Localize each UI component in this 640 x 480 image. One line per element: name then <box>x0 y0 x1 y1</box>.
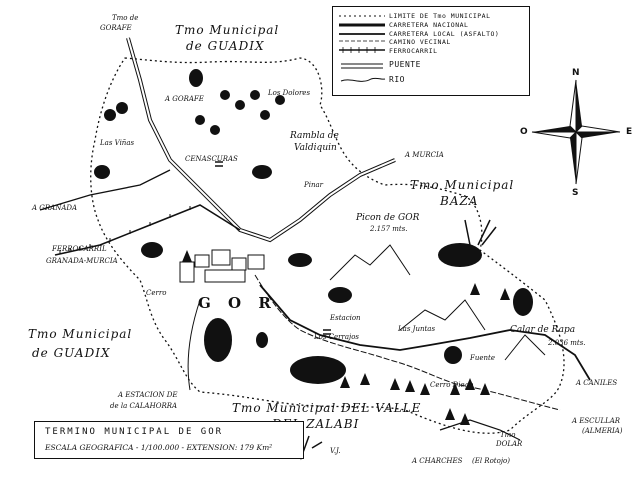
road-to-granada <box>39 169 171 211</box>
rabbit-figure <box>189 69 203 87</box>
label-to-murcia: A MURCIA <box>405 151 444 159</box>
label-baza-2: BAZA <box>440 194 479 208</box>
legend-item-bridge: PUENTE <box>389 60 421 69</box>
boar-figure <box>290 356 346 384</box>
label-cenascuras: CENASCURAS <box>185 155 238 163</box>
legend-item-local-road: CARRETERA LOCAL (ASFALTO) <box>389 30 500 38</box>
label-guadix-left-2: de GUADIX <box>32 346 111 360</box>
trees <box>104 90 525 425</box>
label-calar-alt: 2.036 mts. <box>548 339 586 347</box>
label-guadix-top-2: de GUADIX <box>186 39 265 53</box>
label-railway-2: GRANADA-MURCIA <box>46 257 118 265</box>
label-pico-gor: Picon de GOR <box>356 213 420 223</box>
label-fuente: Fuente <box>470 354 495 362</box>
legend-item-path: CAMINO VECINAL <box>389 38 451 46</box>
goat-figure <box>141 242 163 258</box>
legend-item-river: RIO <box>389 75 405 84</box>
label-gorafe-2: GORAFE <box>100 24 132 32</box>
label-gor: G O R <box>198 294 277 312</box>
label-to-charches: A CHARCHES <box>412 457 463 465</box>
map-scale: ESCALA GEOGRAFICA - 1/100.000 - EXTENSIO… <box>45 443 273 452</box>
label-valle-1: Tmo Municipal DEL VALLE <box>232 401 422 415</box>
mountains <box>329 244 546 361</box>
label-guadix-top-1: Tmo Municipal <box>175 23 280 37</box>
label-estacion-2: de la CALAHORRA <box>110 402 178 410</box>
fox-figure <box>252 165 272 179</box>
label-gorafe-1: Tmo de <box>112 14 139 22</box>
label-to-escullar-1: A ESCULLAR <box>572 417 621 425</box>
label-las-vinas: Las Viñas <box>100 139 135 147</box>
bridges <box>215 161 331 335</box>
legend-symbols <box>339 15 386 82</box>
compass-north: N <box>572 68 580 78</box>
compass-rose <box>531 79 621 185</box>
label-to-caniles: A CANILES <box>576 379 618 387</box>
eagle-figure <box>513 288 533 316</box>
compass-east: E <box>626 127 633 137</box>
deer-figure <box>438 243 482 267</box>
legend-item-railway: FERROCARRIL <box>389 47 438 55</box>
partridge-figure <box>204 318 232 362</box>
label-baza-1: Tmo Municipal <box>410 178 515 192</box>
label-los-dolores: Los Dolores <box>268 89 311 97</box>
animal-figure <box>328 287 352 303</box>
label-valdiquin: Valdiquin <box>294 143 337 153</box>
hare-figure <box>256 332 268 348</box>
river <box>254 274 561 411</box>
label-las-juntas: Las Juntas <box>398 325 436 333</box>
label-dolar-1: Tmo <box>500 431 516 439</box>
signature: V.J. <box>330 447 341 455</box>
label-los-cerrajos: Los Cerrajos <box>314 333 360 341</box>
label-estacion-local: Estacion <box>330 314 361 322</box>
label-estacion-1: A ESTACION DE <box>118 391 178 399</box>
label-railway-1: FERROCARRIL <box>52 245 107 253</box>
animal-figure-3 <box>444 346 462 364</box>
map-title: TERMINO MUNICIPAL DE GOR <box>45 427 224 437</box>
label-pinar: Pinar <box>304 181 323 189</box>
compass-west: O <box>520 127 528 137</box>
map-title-box: TERMINO MUNICIPAL DE GOR ESCALA GEOGRAFI… <box>34 421 304 459</box>
map-legend: LIMITE DE Tmo MUNICIPAL CARRETERA NACION… <box>332 6 530 96</box>
label-guadix-left-1: Tmo Municipal <box>28 327 133 341</box>
label-cerro-diego: Cerro Diego <box>430 381 474 389</box>
legend-item-boundary: LIMITE DE Tmo MUNICIPAL <box>389 12 491 20</box>
label-rotojo: (El Rotojo) <box>472 457 510 465</box>
animal-figure-2 <box>288 253 312 267</box>
label-gorafe-village: A GORAFE <box>165 95 204 103</box>
local-road <box>259 284 591 381</box>
label-to-escullar-2: (ALMERIA) <box>582 427 623 435</box>
label-rambla: Rambla de <box>290 131 339 141</box>
compass-south: S <box>572 188 579 198</box>
label-to-granada: A GRANADA <box>32 204 78 212</box>
label-pico-alt: 2.157 mts. <box>370 225 408 233</box>
label-dolar-2: DOLAR <box>496 440 523 448</box>
town-gor <box>179 249 265 283</box>
cat-figure <box>94 165 110 179</box>
legend-item-national-road: CARRETERA NACIONAL <box>389 21 469 29</box>
label-cerro: Cerro <box>146 289 167 297</box>
animal-illustrations <box>94 69 533 384</box>
label-calar-rapa: Calar de Rapa <box>510 325 576 335</box>
